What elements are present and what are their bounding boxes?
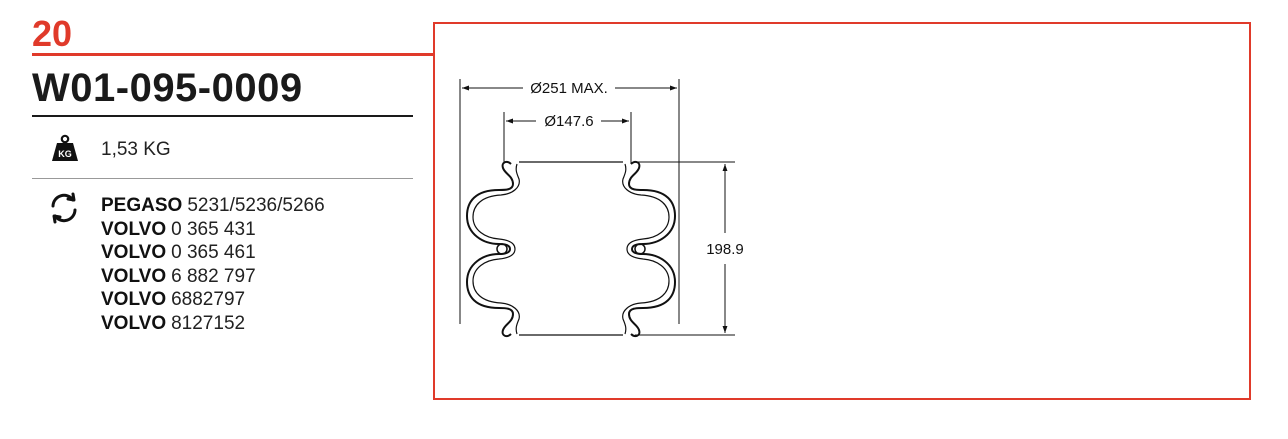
dim-plate-diameter-label: Ø147.6 bbox=[544, 113, 593, 130]
section-divider bbox=[32, 178, 413, 179]
right-bellows-inner bbox=[622, 163, 670, 335]
ref-brand: VOLVO bbox=[101, 289, 167, 311]
weight-icon-label: KG bbox=[58, 149, 72, 159]
weight-kg-icon: KG bbox=[52, 134, 78, 161]
weight-value: 1,53 KG bbox=[101, 139, 171, 160]
ref-code: 6882797 bbox=[171, 289, 246, 311]
ref-brand: VOLVO bbox=[101, 218, 167, 240]
ref-code: 8127152 bbox=[171, 312, 246, 334]
page-number: 20 bbox=[32, 13, 73, 54]
ref-code: 0 365 461 bbox=[171, 242, 256, 264]
ref-brand: PEGASO bbox=[101, 195, 183, 216]
title-divider bbox=[32, 115, 413, 117]
ref-brand: VOLVO bbox=[101, 265, 167, 287]
air-spring-drawing: Ø251 MAX. Ø147.6 198.9 bbox=[459, 79, 744, 338]
ref-code: 6 882 797 bbox=[171, 265, 256, 287]
dim-max-diameter-label: Ø251 MAX. bbox=[530, 80, 608, 97]
technical-drawing-frame: Ø251 MAX. Ø147.6 198.9 bbox=[433, 22, 1251, 400]
left-girdle-ring bbox=[496, 243, 508, 255]
left-bellows-inner bbox=[472, 163, 520, 335]
ref-code: 5231/5236/5266 bbox=[187, 195, 325, 216]
ref-code: 0 365 431 bbox=[171, 218, 256, 240]
ref-brand: VOLVO bbox=[101, 312, 167, 334]
dim-height-label: 198.9 bbox=[706, 241, 744, 258]
right-bellows-outer bbox=[627, 160, 677, 338]
ref-brand: VOLVO bbox=[101, 242, 167, 264]
right-girdle-ring bbox=[634, 243, 646, 255]
header-divider bbox=[32, 53, 434, 56]
left-bellows-outer bbox=[465, 160, 515, 338]
cycle-arrows-icon bbox=[51, 192, 77, 224]
part-number-title: W01-095-0009 bbox=[32, 66, 303, 110]
